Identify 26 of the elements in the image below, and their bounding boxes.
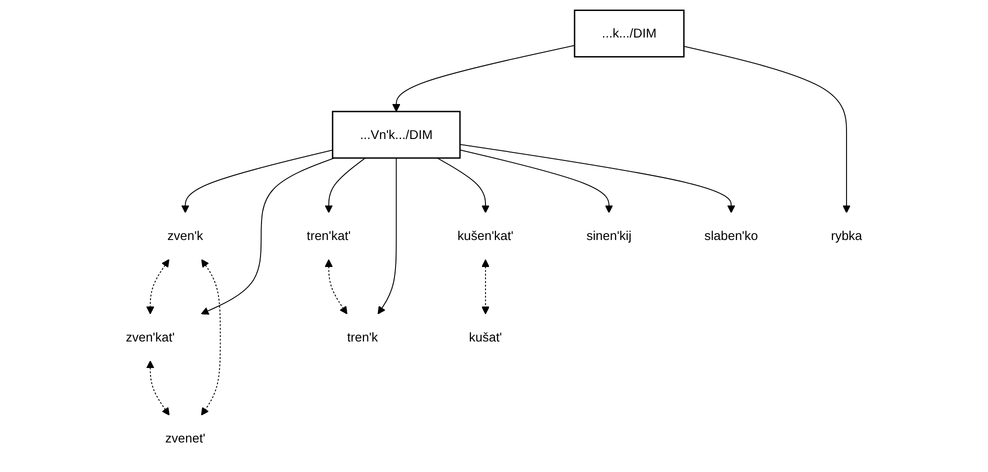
- node-text: slaben'ko: [704, 228, 758, 243]
- arrow: [324, 158, 366, 214]
- arrow: [482, 259, 490, 314]
- arrow: [460, 149, 613, 214]
- node-text: kušen'kat': [458, 228, 514, 243]
- node-box: ...Vn'k.../DIM: [332, 110, 461, 159]
- node-text: tren'k: [347, 329, 378, 344]
- arrow: [460, 144, 736, 214]
- arrow: [201, 259, 221, 416]
- arrow: [392, 44, 576, 112]
- arrow: [436, 158, 490, 214]
- arrow: [378, 158, 397, 314]
- arrow: [146, 360, 170, 416]
- arrow: [181, 150, 334, 214]
- arrow: [146, 259, 170, 314]
- node-text: sinen'kij: [586, 228, 632, 243]
- arrow: [200, 158, 335, 315]
- arrow: [324, 259, 348, 314]
- node-box: ...k.../DIM: [574, 10, 685, 58]
- arrow: [683, 46, 851, 214]
- node-text: kušat': [469, 329, 502, 344]
- node-text: tren'kat': [306, 228, 351, 243]
- node-text: zven'k: [167, 228, 204, 243]
- node-text: zven'kat': [126, 329, 175, 344]
- node-text: rybka: [830, 228, 862, 243]
- node-text: zvenet': [165, 430, 206, 446]
